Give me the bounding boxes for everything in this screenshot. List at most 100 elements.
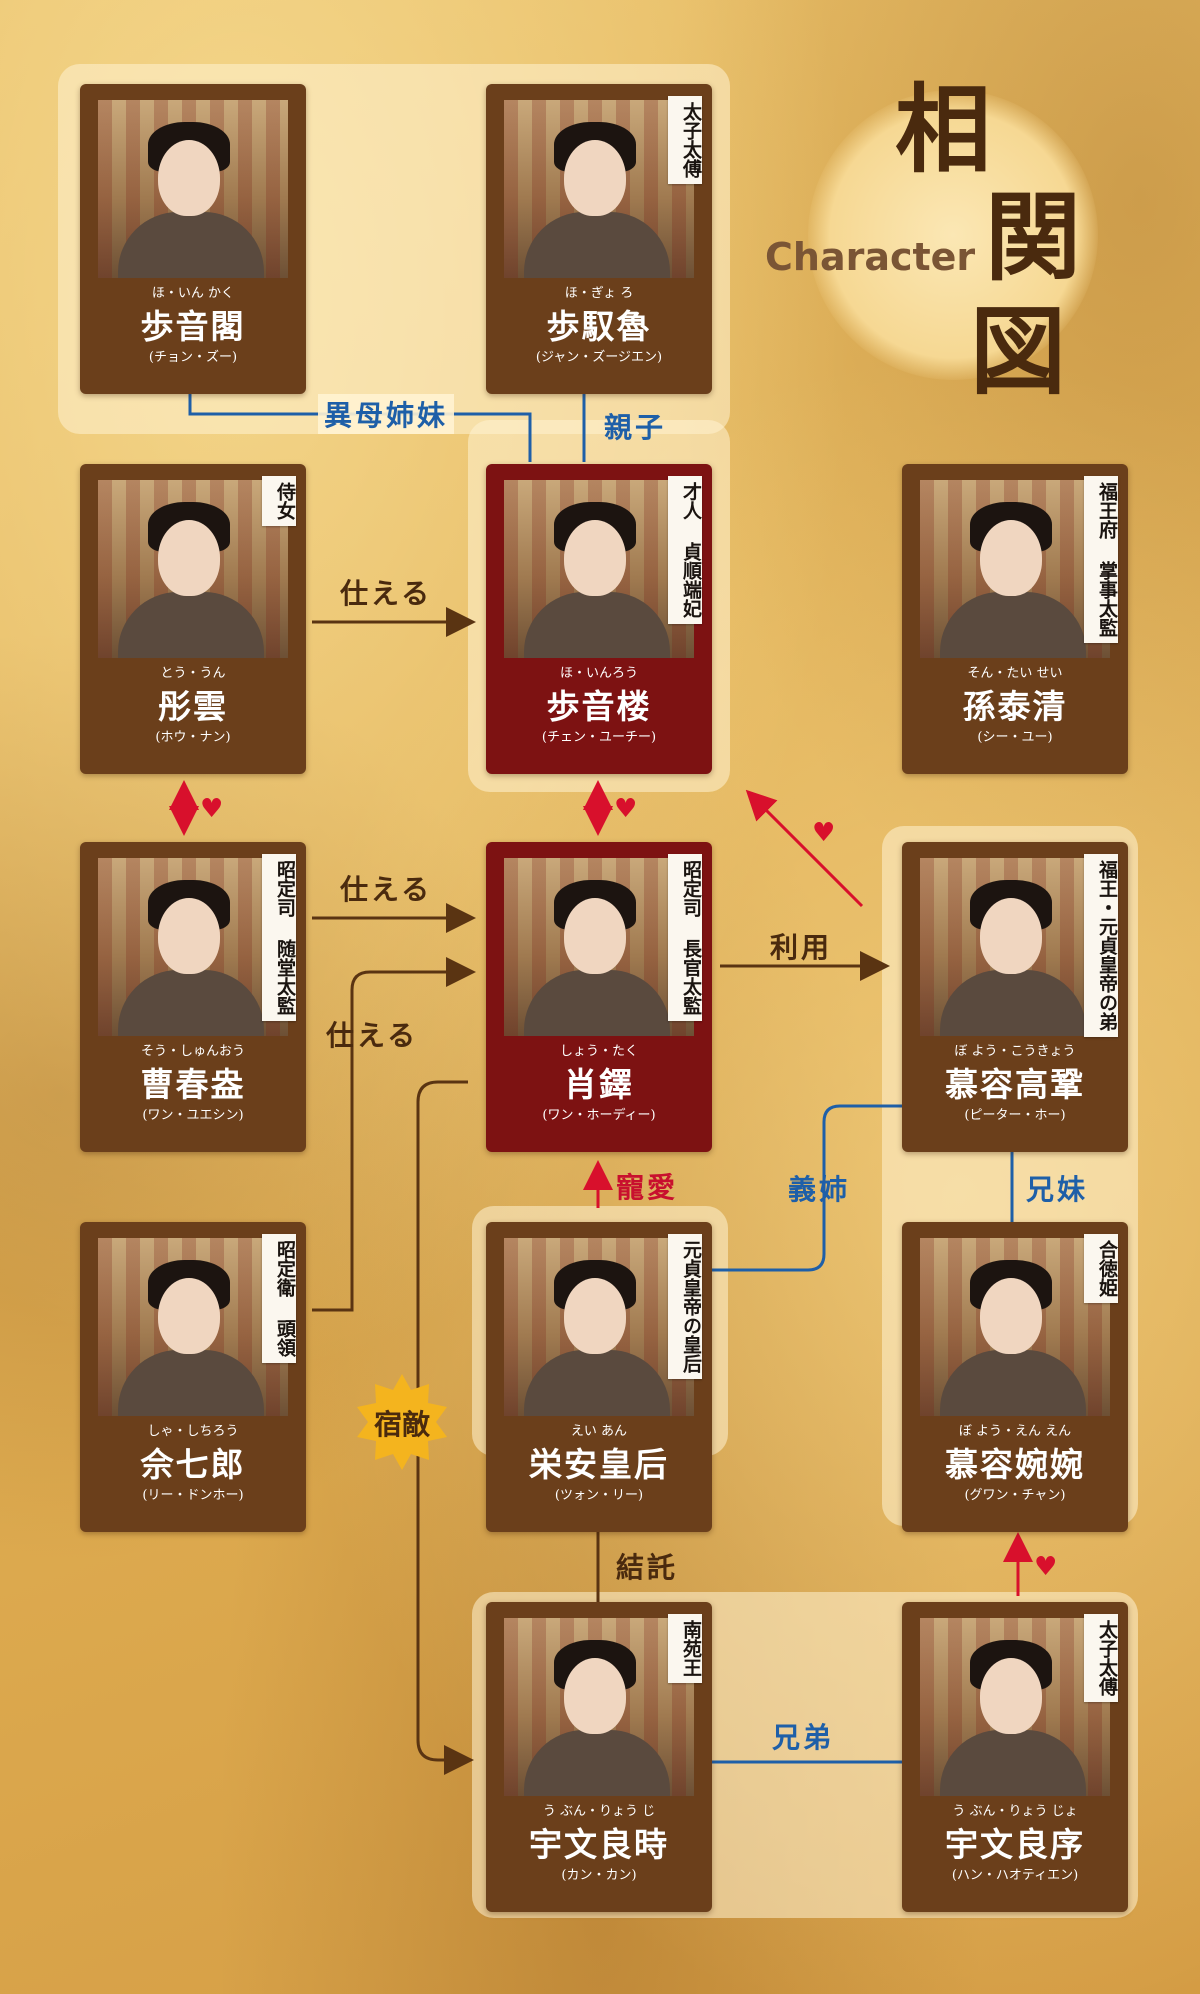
portrait-image	[920, 1238, 1110, 1416]
character-name: 栄安皇后	[529, 1445, 669, 1484]
actor-name: (ジャン・ズージエン)	[535, 350, 663, 365]
heart-icon: ♥	[200, 794, 224, 824]
name-reading: う ぶん・りょう じょ	[952, 1804, 1078, 1819]
character-card-buyinlou[interactable]: 才人 貞順端妃 ほ・いんろう 歩音楼 (チェン・ユーチー)	[486, 464, 712, 774]
name-reading: ほ・ぎょ ろ	[564, 286, 634, 301]
actor-name: (カン・カン)	[561, 1868, 637, 1883]
character-name: 歩音閣	[140, 307, 246, 346]
actor-name: (グワン・チャン)	[964, 1488, 1066, 1503]
actor-name: (ハン・ハオティエン)	[951, 1868, 1079, 1883]
portrait-image	[920, 1618, 1110, 1796]
heart-icon: ♥	[1034, 1552, 1058, 1582]
role-tag: 南苑王	[668, 1614, 702, 1683]
label-uses: 利用	[770, 931, 833, 964]
actor-name: (ワン・ホーディー)	[542, 1108, 656, 1123]
label-sister-in-law: 義姉	[788, 1173, 851, 1206]
actor-name: (ピーター・ホー)	[964, 1108, 1066, 1123]
heart-icon: ♥	[812, 818, 836, 848]
title-char-1: 相	[895, 73, 991, 186]
name-reading: とう・うん	[160, 666, 226, 681]
actor-name: (チェン・ユーチー)	[541, 730, 657, 745]
role-tag: 福王・元貞皇帝の弟	[1084, 854, 1118, 1037]
name-reading: しゃ・しちろう	[147, 1424, 239, 1439]
heart-icon: ♥	[614, 794, 638, 824]
actor-name: (ワン・ユエシン)	[142, 1108, 244, 1123]
title-english: Character	[765, 235, 976, 279]
role-tag: 昭定司 長官太監	[668, 854, 702, 1021]
portrait-image	[98, 858, 288, 1036]
character-name: 肖鐸	[564, 1065, 634, 1104]
character-name: 孫泰清	[962, 687, 1068, 726]
character-name: 歩馭魯	[546, 307, 652, 346]
title-char-2: 関	[985, 181, 1081, 294]
line-she-serves	[312, 957, 476, 1312]
label-serves-1: 仕える	[340, 577, 433, 610]
name-reading: ほ・いん かく	[151, 286, 235, 301]
character-name: 慕容高鞏	[945, 1065, 1085, 1104]
role-tag: 侍女	[262, 476, 296, 526]
character-card-sheqilang[interactable]: 昭定衛 頭領 しゃ・しちろう 佘七郎 (リー・ドンホー)	[80, 1222, 306, 1532]
character-card-xiaoduo[interactable]: 昭定司 長官太監 しょう・たく 肖鐸 (ワン・ホーディー)	[486, 842, 712, 1152]
label-siblings: 兄妹	[1026, 1173, 1089, 1206]
character-name: 佘七郎	[140, 1445, 246, 1484]
character-card-buyinge[interactable]: ほ・いん かく 歩音閣 (チョン・ズー)	[80, 84, 306, 394]
label-serves-3: 仕える	[326, 1019, 419, 1052]
character-name: 歩音楼	[546, 687, 652, 726]
title-char-3: 図	[970, 295, 1066, 408]
actor-name: (ホウ・ナン)	[155, 730, 231, 745]
label-favor: 寵愛	[616, 1171, 679, 1204]
label-half-sisters: 異母姉妹	[318, 394, 455, 434]
label-serves-2: 仕える	[340, 873, 433, 906]
actor-name: (シー・ユー)	[977, 730, 1053, 745]
portrait-image	[98, 480, 288, 658]
label-parent-child: 親子	[604, 411, 667, 444]
character-card-suntaiqing[interactable]: 福王府 掌事太監 そん・たい せい 孫泰清 (シー・ユー)	[902, 464, 1128, 774]
character-card-tongyun[interactable]: 侍女 とう・うん 彤雲 (ホウ・ナン)	[80, 464, 306, 774]
name-reading: ぼ よう・こうきょう	[954, 1044, 1076, 1059]
role-tag: 合徳姫	[1084, 1234, 1118, 1303]
actor-name: (リー・ドンホー)	[142, 1488, 244, 1503]
portrait-image	[504, 480, 694, 658]
label-brothers: 兄弟	[772, 1721, 835, 1754]
name-reading: ぼ よう・えん えん	[958, 1424, 1072, 1439]
name-reading: えい あん	[570, 1424, 628, 1439]
portrait-image	[98, 100, 288, 278]
line-murong-buyinlou	[745, 789, 864, 908]
character-name: 慕容婉婉	[945, 1445, 1085, 1484]
name-reading: そん・たい せい	[967, 666, 1063, 681]
title-circle	[808, 90, 1098, 380]
character-name: 彤雲	[158, 687, 228, 726]
nemesis-seal	[357, 1374, 447, 1470]
character-card-yuwenliangshi[interactable]: 南苑王 う ぶん・りょう じ 宇文良時 (カン・カン)	[486, 1602, 712, 1912]
portrait-image	[920, 858, 1110, 1036]
portrait-image	[504, 1618, 694, 1796]
label-collusion: 結託	[616, 1551, 679, 1584]
line-sister-in-law	[712, 1104, 902, 1272]
portrait-image	[504, 1238, 694, 1416]
role-tag: 太子太傅	[1084, 1614, 1118, 1702]
role-tag: 昭定司 随堂太監	[262, 854, 296, 1021]
actor-name: (チョン・ズー)	[148, 350, 238, 365]
role-tag: 太子太傅	[668, 96, 702, 184]
character-card-murongwanwan[interactable]: 合徳姫 ぼ よう・えん えん 慕容婉婉 (グワン・チャン)	[902, 1222, 1128, 1532]
character-card-yuwenliangxu[interactable]: 太子太傅 う ぶん・りょう じょ 宇文良序 (ハン・ハオティエン)	[902, 1602, 1128, 1912]
character-name: 宇文良時	[529, 1825, 669, 1864]
portrait-image	[504, 100, 694, 278]
character-card-rongan[interactable]: 元貞皇帝の皇后 えい あん 栄安皇后 (ツォン・リー)	[486, 1222, 712, 1532]
portrait-image	[920, 480, 1110, 658]
role-tag: 昭定衛 頭領	[262, 1234, 296, 1363]
name-reading: う ぶん・りょう じ	[542, 1804, 656, 1819]
character-name: 宇文良序	[945, 1825, 1085, 1864]
role-tag: 元貞皇帝の皇后	[668, 1234, 702, 1379]
character-card-murongganxin[interactable]: 福王・元貞皇帝の弟 ぼ よう・こうきょう 慕容高鞏 (ピーター・ホー)	[902, 842, 1128, 1152]
character-name: 曹春盎	[140, 1065, 246, 1104]
actor-name: (ツォン・リー)	[554, 1488, 644, 1503]
portrait-image	[98, 1238, 288, 1416]
name-reading: しょう・たく	[559, 1044, 638, 1059]
portrait-image	[504, 858, 694, 1036]
name-reading: そう・しゅんおう	[140, 1044, 245, 1059]
character-card-buyulu[interactable]: 太子太傅 ほ・ぎょ ろ 歩馭魯 (ジャン・ズージエン)	[486, 84, 712, 394]
character-card-caochunang[interactable]: 昭定司 随堂太監 そう・しゅんおう 曹春盎 (ワン・ユエシン)	[80, 842, 306, 1152]
name-reading: ほ・いんろう	[559, 666, 638, 681]
role-tag: 才人 貞順端妃	[668, 476, 702, 624]
